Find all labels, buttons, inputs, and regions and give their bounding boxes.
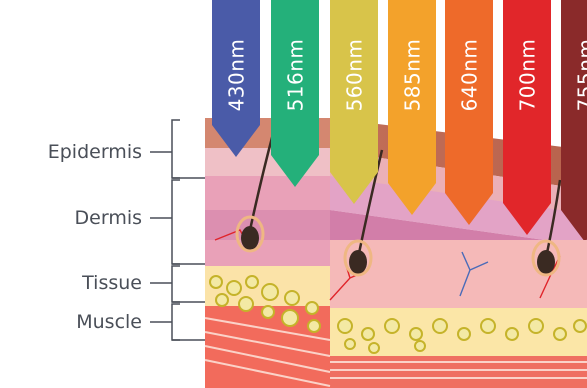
wavelength-arrow-585: 585nm bbox=[388, 0, 436, 220]
wavelength-label: 585nm bbox=[400, 39, 424, 112]
layer-brackets bbox=[150, 120, 205, 340]
wavelength-arrow-700: 700nm bbox=[503, 0, 551, 240]
wavelength-arrow-755: 755nm bbox=[561, 0, 587, 240]
wavelength-label: 516nm bbox=[283, 39, 307, 112]
wavelength-label: 755nm bbox=[573, 39, 587, 112]
wavelength-arrow-516: 516nm bbox=[271, 0, 319, 220]
wavelength-label: 560nm bbox=[342, 39, 366, 112]
label-dermis: Dermis bbox=[0, 207, 142, 229]
label-epidermis: Epidermis bbox=[0, 141, 142, 163]
wavelength-arrow-560: 560nm bbox=[330, 0, 378, 220]
wavelength-arrow-430: 430nm bbox=[212, 0, 260, 220]
label-muscle: Muscle bbox=[0, 311, 142, 333]
wavelength-label: 640nm bbox=[457, 39, 481, 112]
wavelength-label: 430nm bbox=[224, 39, 248, 112]
wavelength-arrow-640: 640nm bbox=[445, 0, 493, 220]
wavelength-label: 700nm bbox=[515, 39, 539, 112]
label-tissue: Tissue bbox=[0, 272, 142, 294]
